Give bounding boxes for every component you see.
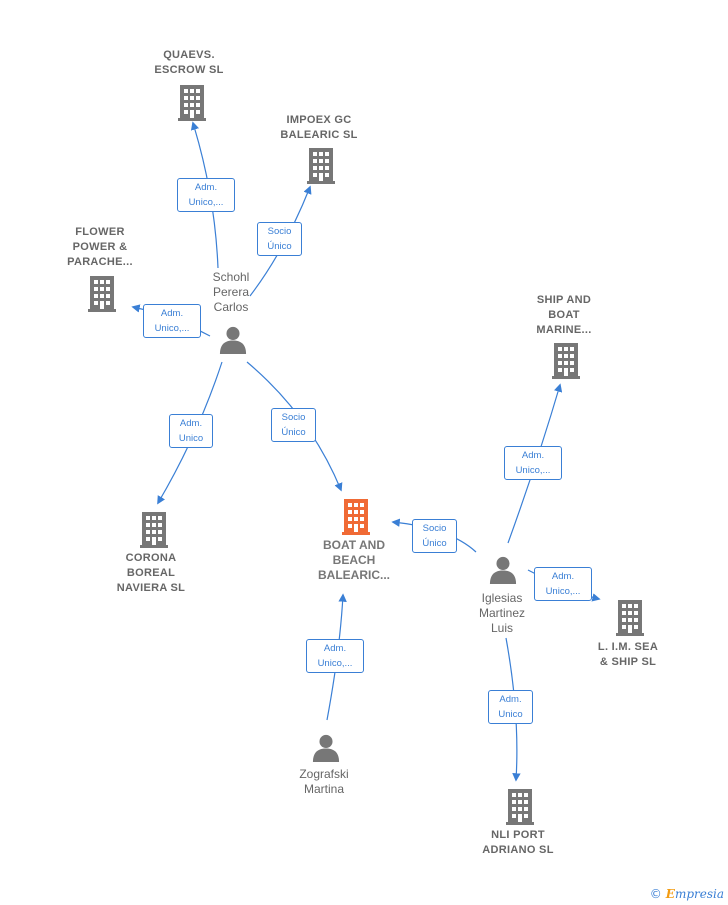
edge-label-schohl-flower[interactable]: Adm. Unico,... — [143, 304, 201, 338]
edge-label-zografski-boat[interactable]: Adm. Unico,... — [306, 639, 364, 673]
building-icon — [88, 276, 116, 312]
person-icon — [489, 556, 517, 584]
empresia-logo: ©Empresia — [650, 887, 724, 901]
node-nli[interactable]: NLI PORT ADRIANO SL — [482, 829, 554, 856]
person-icon — [312, 734, 340, 762]
node-flower[interactable]: FLOWER POWER & PARACHE... — [67, 226, 133, 268]
building-icon — [552, 343, 580, 379]
edge-label-schohl-corona[interactable]: Adm. Unico — [169, 414, 213, 448]
node-corona[interactable]: CORONA BOREAL NAVIERA SL — [116, 552, 186, 594]
edge-label-iglesias-nli[interactable]: Adm. Unico — [488, 690, 533, 724]
edge-label-iglesias-lim[interactable]: Adm. Unico,... — [534, 567, 592, 601]
building-icon — [616, 600, 644, 636]
building-icon — [140, 512, 168, 548]
brand-initial: E — [665, 887, 675, 901]
building-icon — [178, 85, 206, 121]
node-ship-boat[interactable]: SHIP AND BOAT MARINE... — [536, 294, 592, 336]
building-icon — [506, 789, 534, 825]
node-zografski[interactable]: Zografski Martina — [299, 767, 349, 796]
brand-name: mpresia — [674, 887, 724, 901]
copyright-symbol: © — [649, 887, 662, 901]
node-iglesias[interactable]: Iglesias Martinez Luis — [478, 591, 525, 635]
edge-label-iglesias-ship[interactable]: Adm. Unico,... — [504, 446, 562, 480]
building-icon-focus — [342, 499, 370, 535]
person-icon — [219, 326, 247, 354]
building-icon — [307, 148, 335, 184]
node-impoex[interactable]: IMPOEX GC BALEARIC SL — [280, 114, 358, 141]
node-boat-beach[interactable]: BOAT AND BEACH BALEARIC... — [318, 538, 390, 582]
edge-label-schohl-boat[interactable]: Socio Único — [271, 408, 316, 442]
node-schohl[interactable]: Schohl Perera Carlos — [212, 270, 250, 314]
edge-label-schohl-quaevs[interactable]: Adm. Unico,... — [177, 178, 235, 212]
node-lim[interactable]: L. I.M. SEA & SHIP SL — [597, 641, 659, 668]
node-quaevs[interactable]: QUAEVS. ESCROW SL — [154, 49, 224, 76]
edge-label-schohl-impoex[interactable]: Socio Único — [257, 222, 302, 256]
edge-label-iglesias-boat[interactable]: Socio Único — [412, 519, 457, 553]
